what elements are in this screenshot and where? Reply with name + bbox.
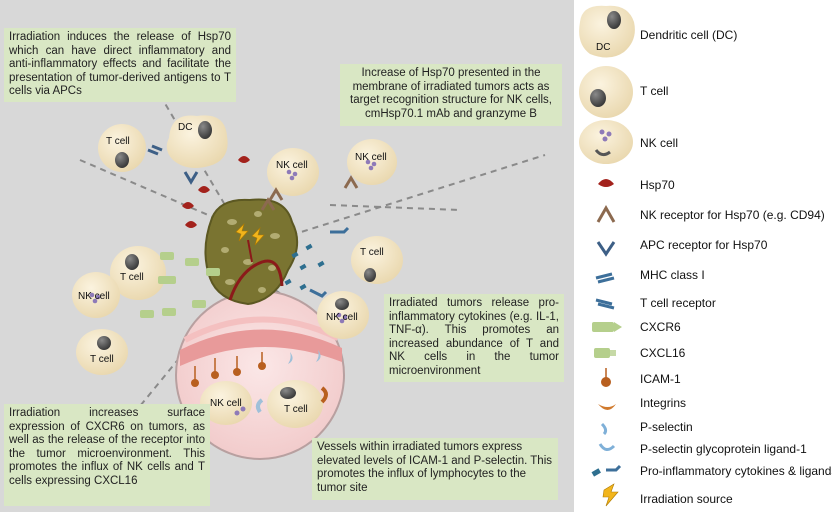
hsp70-release-box: Irradiation induces the release of Hsp70… [4, 28, 236, 102]
membrane-hsp70-box: Increase of Hsp70 presented in the membr… [340, 64, 562, 126]
t-cell-top-label: T cell [106, 136, 130, 147]
apc-receptors [147, 144, 199, 185]
t-cell-top-nucleus [115, 152, 129, 168]
legend-mhc-label: MHC class I [640, 268, 705, 282]
t-cell-bottom-body [76, 329, 128, 375]
legend-tcr-icon [595, 298, 615, 310]
nk-cell-mid: NK cell [267, 148, 319, 196]
nk-cell-mid-body [267, 148, 319, 196]
legend-nk-receptor-icon [596, 204, 616, 223]
legend-apc-receptor-icon [596, 241, 616, 257]
irradiation-bolts [235, 222, 265, 246]
legend-cxcl16-icon [594, 348, 610, 358]
legend-t-cell-label: T cell [640, 84, 669, 98]
nk-cell-mid-granule [292, 171, 298, 177]
nk-cell-topright-label: NK cell [355, 152, 387, 163]
immune-cells: DC T cell NK cell NK cell T cell NK cell T cel… [72, 115, 403, 375]
nk-receptors [260, 175, 359, 211]
legend-hsp70-label: Hsp70 [640, 178, 675, 192]
nk-cell-left-body [72, 272, 120, 318]
t-cell-left-body [110, 246, 166, 300]
legend-t-cell-icon [579, 66, 633, 118]
legend-integrins-label: Integrins [640, 396, 687, 410]
dc-cell-nucleus [198, 121, 212, 139]
cxcr6-cxcl16 [140, 252, 220, 318]
t-cell-left-label: T cell [120, 272, 144, 283]
legend: DC Dendritic cell (DC) T cell NK cell Hs… [576, 0, 832, 516]
legend-dc-icon [579, 5, 635, 58]
legend-cxcr6-icon [592, 322, 614, 332]
legend-tcr-label: T cell receptor [640, 296, 716, 310]
legend-cytokines-label: Pro-inflammatory cytokines & ligands [640, 464, 832, 478]
vessel-zoom: NK cell T cell [175, 290, 345, 460]
legend-nk-cell-label: NK cell [640, 136, 679, 150]
legend-mhc-icon [595, 272, 615, 284]
dc-cell-body [166, 115, 228, 168]
legend-integrins-icon [598, 404, 616, 410]
legend-apc-receptor-label: APC receptor for Hsp70 [640, 238, 768, 252]
legend-cxcl16-label: CXCL16 [640, 346, 686, 360]
legend-cytokines-icon [591, 464, 622, 477]
legend-dc-label: Dendritic cell (DC) [640, 28, 738, 42]
legend-hsp70-icon [598, 179, 614, 187]
legend-pselectin-icon [600, 422, 608, 436]
nk-cell-topright-granule [371, 161, 377, 167]
legend-nk-receptor-label: NK receptor for Hsp70 (e.g. CD94) [640, 208, 825, 222]
t-cell-bottom: T cell [76, 329, 128, 375]
tumor-diagram: NK cell T cell DC T cell NK cell NK cell T c… [72, 94, 546, 460]
nk-cell-right: NK cell [317, 291, 369, 339]
legend-icons: DC [579, 5, 635, 507]
nk-cell-topright-body [347, 139, 397, 185]
cytokine-ligands [284, 226, 350, 298]
t-cell-right: T cell [351, 236, 403, 284]
nk-cell-right-nucleus [335, 298, 349, 310]
vessel-nk-cell-label: NK cell [210, 398, 242, 409]
legend-icam-icon [601, 377, 611, 387]
vessels-box: Vessels within irradiated tumors express… [312, 438, 558, 500]
legend-nk-cell-icon [579, 120, 633, 164]
legend-cxcr6-label: CXCR6 [640, 320, 681, 334]
nk-cell-left-granule [92, 298, 98, 304]
t-cell-bottom-label: T cell [90, 354, 114, 365]
cxcr6-box: Irradiation increases surface expression… [4, 404, 210, 506]
t-cell-left: T cell [110, 246, 166, 300]
endothelium [180, 329, 342, 366]
t-cell-bottom-nucleus [97, 336, 111, 350]
cytokines-box: Irradiated tumors release pro-inflammato… [384, 294, 564, 382]
nk-cell-topright-granule [368, 165, 374, 171]
t-cell-top-body [98, 124, 146, 172]
legend-psgl-label: P-selectin glycoprotein ligand-1 [640, 442, 807, 456]
nk-cell-right-label: NK cell [326, 312, 358, 323]
nk-cell-right-body [317, 291, 369, 339]
t-cell-top: T cell [98, 124, 146, 172]
vessel-t-cell-label: T cell [284, 404, 308, 415]
nk-cell-left-granule [89, 292, 95, 298]
t-cell-right-label: T cell [360, 247, 384, 258]
nk-cell-topright-granule [365, 159, 371, 165]
nk-cell-right-granule [336, 312, 342, 318]
nk-cell-left: NK cell [72, 272, 120, 318]
t-cell-right-body [351, 236, 403, 284]
t-cell-right-nucleus [364, 268, 376, 282]
nk-cell-left-label: NK cell [78, 291, 110, 302]
hsp70-molecules [182, 156, 250, 228]
tumor-mass [204, 198, 299, 306]
nk-cell-mid-label: NK cell [276, 160, 308, 171]
t-cell-left-nucleus [125, 254, 139, 270]
legend-icam-label: ICAM-1 [640, 372, 681, 386]
nk-cell-right-granule [339, 318, 345, 324]
legend-irradiation-icon [602, 483, 619, 507]
nk-cell-mid-granule [286, 169, 292, 175]
legend-irradiation-label: Irradiation source [640, 492, 733, 506]
nk-cell-mid-granule [289, 175, 295, 181]
nk-cell-left-granule [95, 294, 101, 300]
legend-psgl-icon [598, 443, 616, 451]
dc-cell-label: DC [178, 122, 192, 133]
legend-dc-icon-label: DC [596, 42, 610, 53]
dc-cell: DC [166, 115, 228, 168]
nk-cell-right-granule [342, 314, 348, 320]
nk-cell-topright: NK cell [347, 139, 397, 185]
legend-pselectin-label: P-selectin [640, 420, 693, 434]
